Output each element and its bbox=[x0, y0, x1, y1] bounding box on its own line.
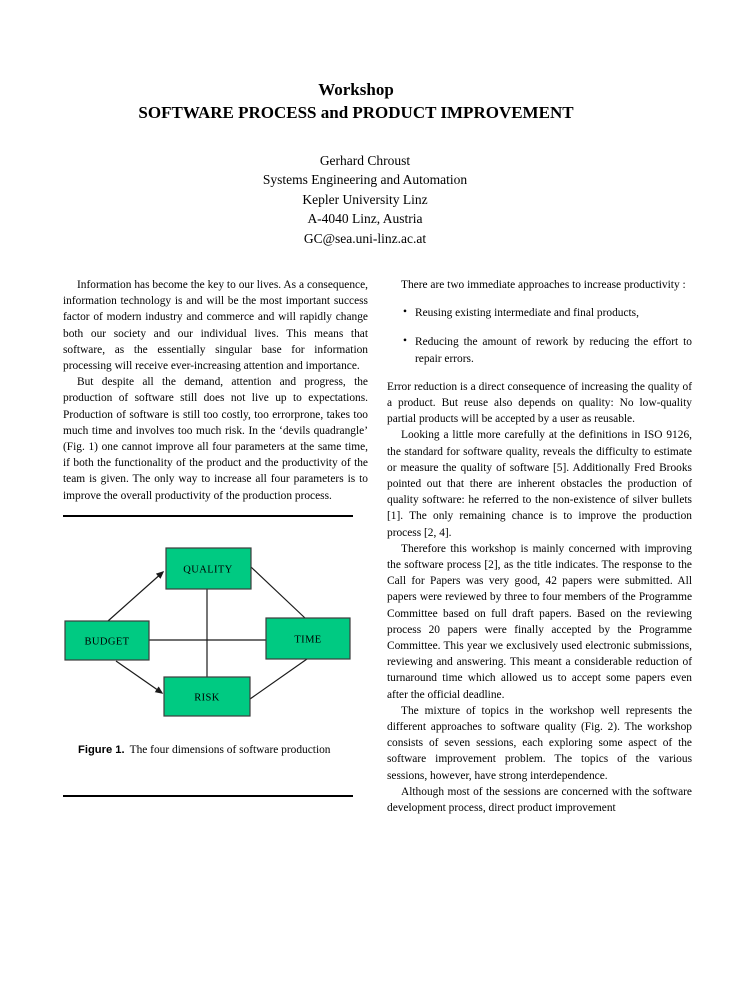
figure-top-rule bbox=[63, 514, 353, 517]
time-box bbox=[265, 617, 351, 660]
figure-caption-label: Figure 1. bbox=[78, 743, 125, 756]
author-name: Gerhard Chroust bbox=[319, 153, 411, 168]
risk-box bbox=[163, 676, 251, 717]
risk-label: RISK bbox=[194, 692, 220, 703]
paragraph: The mixture of topics in the workshop we… bbox=[387, 704, 692, 782]
paragraph: Therefore this workshop is mainly concer… bbox=[387, 542, 692, 701]
quality-box bbox=[165, 547, 252, 590]
budget-label: BUDGET bbox=[85, 636, 130, 647]
paragraph: There are two immediate approaches to in… bbox=[401, 279, 686, 291]
right-column: There are two immediate approaches to in… bbox=[387, 277, 692, 816]
page-title: Workshop bbox=[318, 80, 394, 99]
paragraph: Looking a little more carefully at the d… bbox=[387, 429, 692, 539]
author-block: Gerhard Chroust Systems Engineering and … bbox=[0, 151, 730, 248]
paragraph: Although most of the sessions are concer… bbox=[387, 785, 692, 815]
edge-budget-risk bbox=[115, 660, 164, 694]
left-column: Information has become the key to our li… bbox=[63, 277, 368, 797]
author-university: Kepler University Linz bbox=[302, 191, 428, 207]
edge-risk-time bbox=[249, 658, 308, 700]
edge-quality-time bbox=[250, 566, 306, 619]
paragraph: Information has become the key to our li… bbox=[63, 279, 368, 373]
figure-caption: Figure 1. The four dimensions of software… bbox=[63, 743, 368, 758]
page-subtitle: SOFTWARE PROCESS and PRODUCT IMPROVEMENT bbox=[138, 103, 574, 122]
figure-bottom-rule bbox=[63, 794, 353, 797]
paragraph: But despite all the demand, attention an… bbox=[63, 376, 368, 502]
paragraph: Error reduction is a direct consequence … bbox=[387, 380, 692, 426]
quality-label: QUALITY bbox=[183, 564, 232, 575]
list-item: Reusing existing intermediate and final … bbox=[387, 304, 692, 321]
author-email: GC@sea.uni-linz.ac.at bbox=[303, 230, 427, 246]
edge-budget-quality bbox=[107, 570, 165, 622]
budget-box bbox=[64, 620, 150, 661]
list-item: Reducing the amount of rework by reducin… bbox=[387, 333, 692, 366]
author-address: A-4040 Linz, Austria bbox=[307, 211, 423, 227]
approach-list: Reusing existing intermediate and final … bbox=[387, 304, 692, 367]
author-affiliation: Systems Engineering and Automation bbox=[262, 172, 468, 188]
figure-1-diagram: QUALITY BUDGET TIME RISK bbox=[64, 547, 351, 717]
time-label: TIME bbox=[294, 634, 321, 645]
figure-caption-text: The four dimensions of software producti… bbox=[129, 743, 331, 756]
